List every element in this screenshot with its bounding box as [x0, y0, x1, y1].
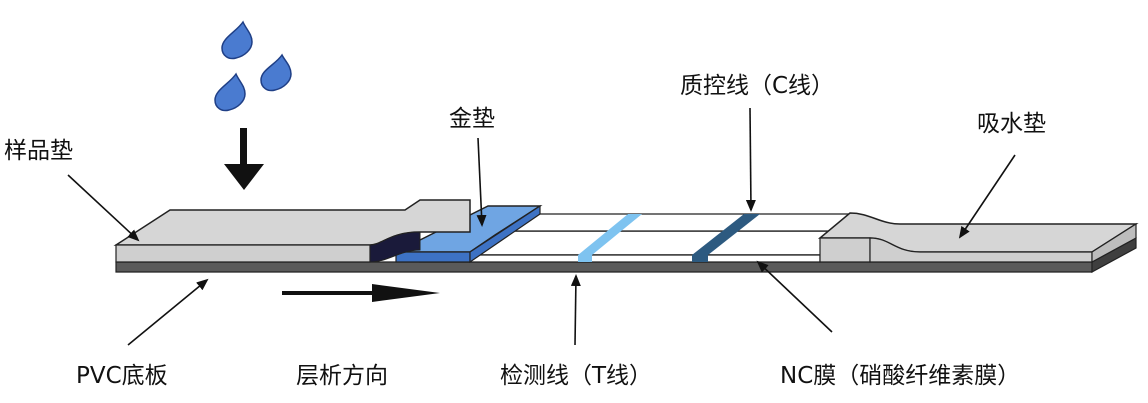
nc-membrane	[417, 213, 853, 263]
callout-gold-pad	[476, 137, 487, 227]
test-line-stripe-edge	[578, 255, 592, 262]
label-flow-direction: 层析方向	[296, 363, 388, 389]
right-arrow-icon	[282, 284, 440, 302]
control-line-stripe	[692, 214, 760, 255]
label-control-line: 质控线（C线）	[680, 73, 835, 99]
down-arrow-icon	[224, 128, 264, 190]
callout-test-line	[570, 274, 581, 346]
sample-pad	[113, 199, 471, 263]
label-pvc-backing: PVC底板	[76, 363, 168, 389]
callout-absorbent-pad	[958, 154, 1016, 239]
sample-drops	[214, 20, 292, 112]
label-test-line: 检测线（T线）	[500, 363, 653, 389]
callout-control-line	[745, 107, 756, 212]
water-drop-icon	[214, 72, 246, 112]
absorbent-pad	[817, 212, 1139, 264]
callout-sample-pad	[67, 174, 140, 242]
control-line-stripe-edge	[692, 255, 708, 262]
label-gold-pad: 金垫	[449, 106, 495, 132]
callout-nc-membrane	[756, 260, 833, 333]
callout-lines	[67, 107, 1016, 346]
callout-pvc-backing	[127, 278, 209, 346]
water-drop-icon	[221, 20, 253, 60]
label-nc-membrane: NC膜（硝酸纤维素膜）	[780, 363, 1021, 389]
water-drop-icon	[260, 53, 292, 92]
label-absorbent-pad: 吸水垫	[977, 111, 1046, 137]
test-line-stripe	[578, 214, 642, 255]
label-sample-pad: 样品垫	[4, 138, 73, 164]
